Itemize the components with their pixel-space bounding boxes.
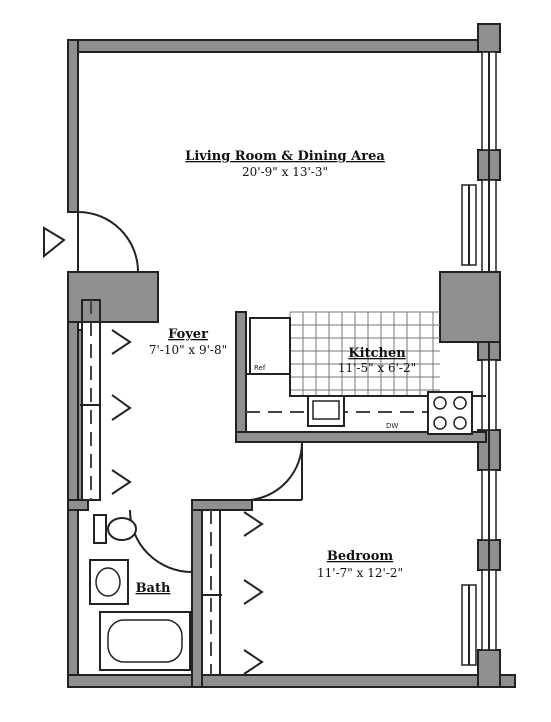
bedroom-closet [201, 509, 264, 676]
bath-fixtures [89, 514, 191, 671]
kitchen-tile-grid [289, 311, 440, 396]
foyer-dim: 7'-10" x 9'-8" [149, 343, 227, 357]
kitchen-dim: 11'-5" x 6'-2" [338, 361, 416, 375]
foyer-closet [80, 299, 132, 501]
bath-door[interactable] [129, 509, 193, 573]
bath-sink [95, 567, 121, 597]
living-room-dim: 20'-9" x 13'-3" [242, 165, 328, 179]
range [427, 391, 473, 435]
kitchen: Ref DW [246, 311, 486, 435]
windows [461, 51, 497, 666]
bedroom-name: Bedroom [327, 549, 394, 564]
bedroom-door[interactable] [249, 441, 304, 501]
foyer-name: Foyer [168, 327, 208, 342]
bedroom-dim: 11'-7" x 12'-2" [317, 566, 403, 580]
kitchen-name: Kitchen [348, 346, 406, 361]
room-labels: Living Room & Dining Area 20'-9" x 13'-3… [136, 149, 417, 596]
ref-label: Ref [254, 364, 266, 372]
entry-door[interactable] [43, 211, 139, 273]
living-room-name: Living Room & Dining Area [185, 149, 385, 164]
dw-label: DW [386, 422, 398, 430]
bath-name: Bath [136, 581, 171, 596]
toilet-tank [93, 514, 107, 544]
bathtub [99, 611, 191, 671]
toilet-bowl [107, 517, 137, 541]
